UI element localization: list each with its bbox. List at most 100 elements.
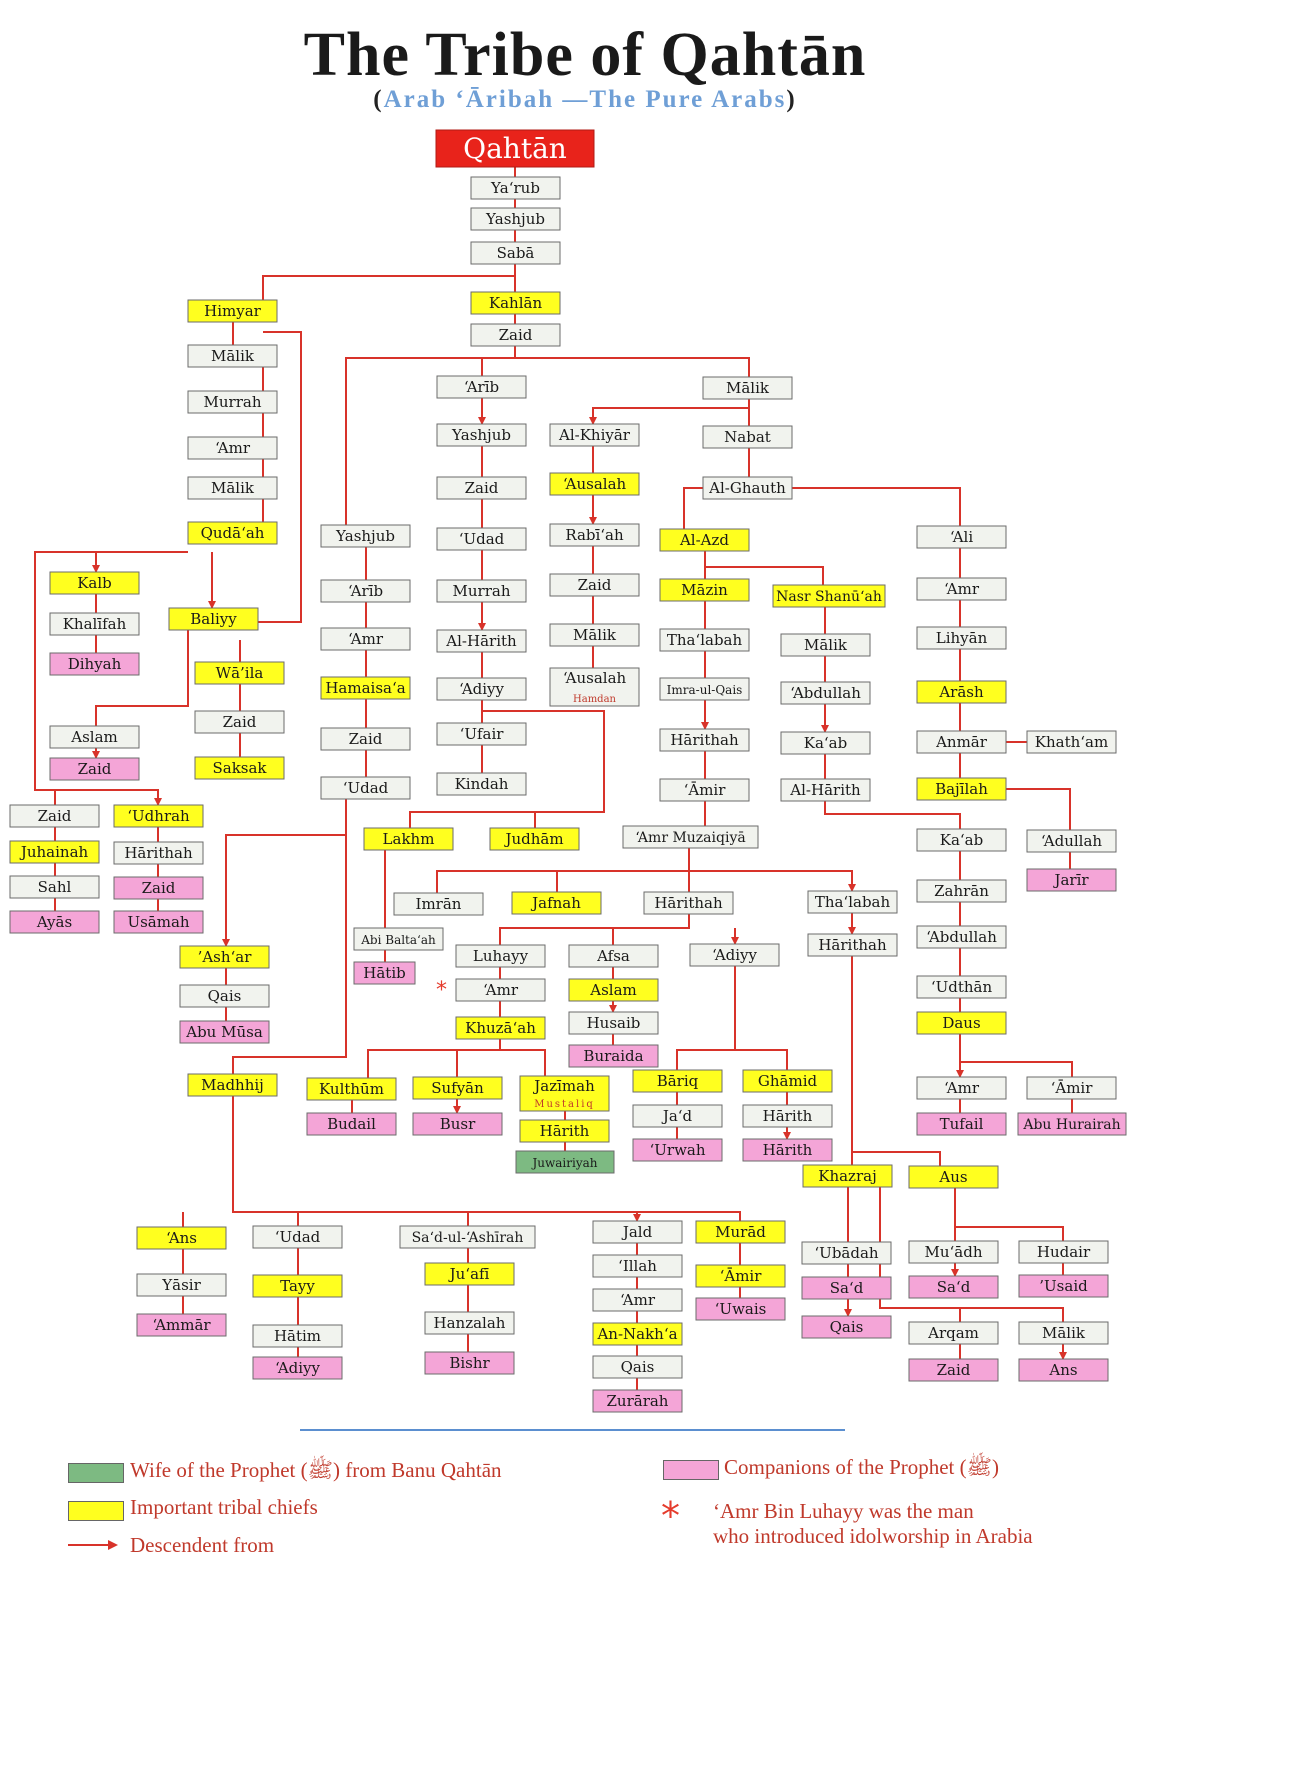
node-bariq: Bāriq (632, 1069, 723, 1093)
node-arib1: ‘Arīb (436, 375, 527, 399)
node-label: ‘Ammār (152, 1316, 211, 1334)
node-label: Daus (942, 1014, 980, 1032)
node-label: Kahlān (489, 294, 543, 312)
node-mazin: Māzin (659, 578, 750, 602)
node-box (412, 1112, 503, 1136)
node-label: Judhām (503, 830, 563, 848)
node-box (179, 984, 270, 1008)
node-zaid-k: Zaid (470, 323, 561, 347)
node-busr: Busr (412, 1112, 503, 1136)
node-judham: Judhām (489, 827, 580, 851)
node-hudair: Hudair (1018, 1240, 1109, 1264)
node-box (659, 578, 750, 602)
node-box (113, 876, 204, 900)
node-waila: Wā’ila (194, 661, 285, 685)
node-harith-j: Hārith (519, 1119, 610, 1143)
descent-line (735, 1049, 788, 1070)
node-label: Ka‘ab (940, 831, 983, 849)
node-label: Hārithah (654, 894, 723, 912)
node-box (695, 1220, 786, 1244)
node-label: Mālik (573, 626, 617, 644)
node-label: Hātim (274, 1327, 321, 1345)
node-label: Qais (621, 1358, 655, 1376)
node-qais-k: Qais (801, 1315, 892, 1339)
node-box (549, 523, 640, 547)
node-hanzalah: Hanzalah (424, 1311, 515, 1335)
node-box (470, 176, 561, 200)
descent-line (409, 710, 605, 828)
node-label: ‘Ali (950, 528, 973, 546)
node-label: Murrah (204, 393, 262, 411)
node-sublabel: Hamdan (573, 694, 617, 705)
node-box (780, 778, 871, 802)
node-box (363, 827, 454, 851)
node-box (1018, 1358, 1109, 1382)
node-alghauth: Al-Ghauth (702, 476, 793, 500)
node-label: Mālik (1042, 1324, 1086, 1342)
node-label: ‘Abdullah (790, 684, 861, 702)
node-box (592, 1355, 683, 1379)
node-label: Hātib (363, 964, 405, 982)
node-box (436, 677, 527, 701)
node-alkhiyar: Al-Khiyār (549, 423, 640, 447)
legend-divider (300, 1429, 845, 1431)
node-label: Anmār (935, 733, 988, 751)
node-label: Qais (208, 987, 242, 1005)
node-box (320, 579, 411, 603)
node-kaab-z: Ka‘ab (916, 828, 1007, 852)
node-harith-g: Hārith (742, 1104, 833, 1128)
node-box (632, 1069, 723, 1093)
node-ammar: ‘Ammār (136, 1313, 227, 1337)
node-box (187, 521, 278, 545)
node-label: Yashjub (485, 210, 545, 228)
legend-arrow-icon (68, 1540, 118, 1550)
node-label: Aslam (70, 728, 118, 746)
legend-swatch-companions (663, 1460, 719, 1480)
node-box (187, 1073, 278, 1097)
node-label: ‘Illah (618, 1257, 657, 1275)
node-label: Arāsh (938, 683, 984, 701)
node-box (470, 241, 561, 265)
node-label: Ans (1048, 1361, 1077, 1379)
page-title: The Tribe of Qahtān (303, 21, 867, 89)
node-label: Abi Balta‘ah (360, 933, 436, 947)
node-label: Hārithah (124, 844, 193, 862)
node-udad-l: ‘Udad (320, 776, 411, 800)
node-label: Imra-ul-Qais (667, 683, 743, 697)
node-label: Qahtān (463, 132, 567, 165)
node-khazraj: Khazraj (802, 1164, 893, 1188)
node-label: Kalb (77, 574, 112, 592)
node-label: Ju‘afī (448, 1265, 490, 1283)
node-abuhurairah: Abu Hurairah (1017, 1112, 1127, 1136)
descent-line (95, 628, 189, 726)
descent-line (851, 956, 941, 1166)
node-budail: Budail (306, 1112, 397, 1136)
node-zaid-l: Zaid (320, 727, 411, 751)
node-box (916, 1076, 1007, 1100)
node-box (916, 626, 1007, 650)
node-box (320, 676, 411, 700)
node-label: Al-Khiyār (558, 426, 631, 444)
descent-line (222, 834, 346, 947)
node-box (436, 527, 527, 551)
node-label: Qais (830, 1318, 864, 1336)
node-box (455, 1016, 546, 1040)
node-box (801, 1276, 892, 1300)
subtitle-text: Arab ‘Āribah —The Pure Arabs (383, 86, 787, 113)
node-label: Al-Hārith (789, 781, 861, 799)
node-label: Khath‘am (1035, 733, 1108, 751)
legend-chiefs-label: Important tribal chiefs (130, 1495, 318, 1519)
node-box (113, 910, 204, 934)
node-label: ‘Udthān (931, 978, 993, 996)
node-label: Hārithah (818, 936, 887, 954)
node-label: Madhhij (201, 1076, 264, 1094)
node-box (659, 778, 750, 802)
node-box (49, 757, 140, 781)
node-label: Al-Ghauth (708, 479, 786, 497)
node-label: Himyar (204, 302, 262, 320)
node-box (780, 633, 871, 657)
node-alharith-a: Al-Hārith (436, 629, 527, 653)
node-box (1026, 1076, 1117, 1100)
node-udhrah: ‘Udhrah (113, 804, 204, 828)
node-box (436, 629, 527, 653)
